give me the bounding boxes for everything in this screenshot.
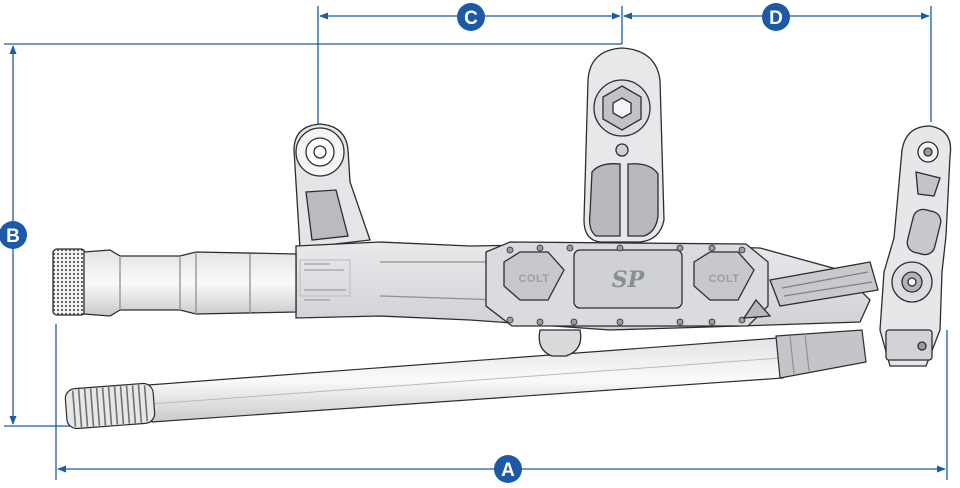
svg-text:D: D <box>769 8 783 29</box>
hex-plate-right <box>693 251 755 301</box>
svg-text:A: A <box>501 460 515 481</box>
badge-a: A <box>494 455 522 483</box>
right-pivot-arm <box>879 125 952 367</box>
model-label-left: COLT <box>518 273 549 285</box>
badge-b: B <box>0 221 27 249</box>
model-label-right: COLT <box>708 273 739 285</box>
peg-handle <box>52 248 351 317</box>
svg-text:C: C <box>464 8 478 29</box>
hex-plate-left <box>503 251 565 301</box>
center-bracket <box>583 47 665 243</box>
shifter-rod <box>64 329 867 430</box>
brand-mark: SP <box>612 267 646 293</box>
logo-panel <box>573 249 683 309</box>
badge-c: C <box>457 3 485 31</box>
main-body <box>295 241 879 357</box>
left-mounting-arm <box>293 123 384 276</box>
knurled-end-cap <box>52 248 86 316</box>
product-markings: SP COLT COLT <box>518 267 739 293</box>
badge-d: D <box>762 3 790 31</box>
svg-text:B: B <box>6 226 20 247</box>
